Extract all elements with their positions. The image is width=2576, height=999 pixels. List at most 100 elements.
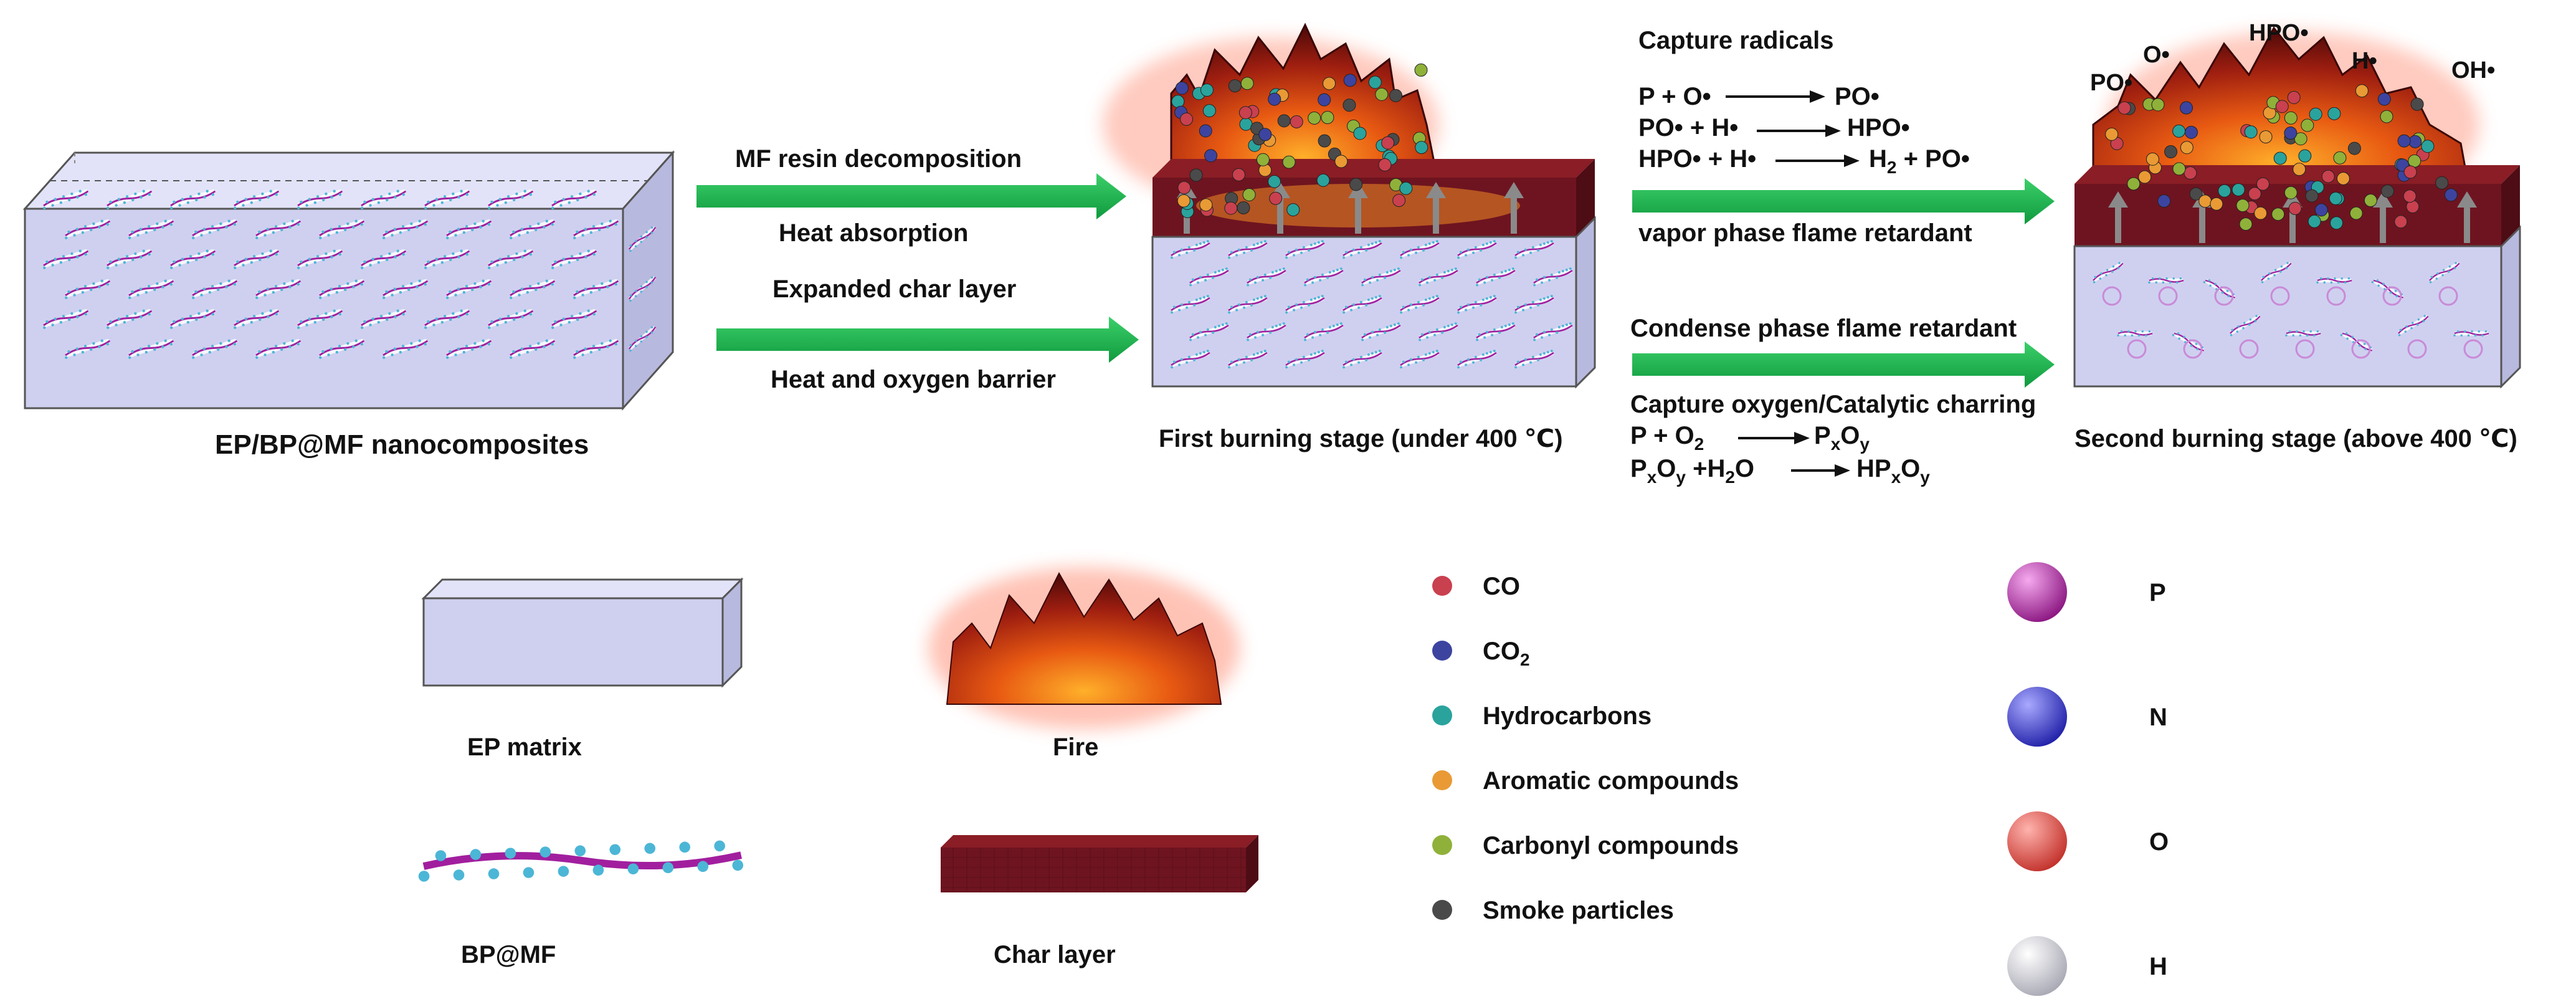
gas-particle bbox=[2435, 176, 2449, 189]
bpmf-molecule-icon bbox=[234, 189, 280, 210]
legend-gas-swatch bbox=[1432, 770, 1452, 790]
gas-particle bbox=[1177, 181, 1191, 194]
bpmf-molecule-icon bbox=[1400, 240, 1440, 259]
bpmf-molecule-icon bbox=[43, 249, 89, 270]
vapor-reaction-1: P + O• PO• bbox=[1638, 83, 1880, 110]
first-char-top bbox=[1153, 159, 1595, 178]
arrow-upper bbox=[696, 173, 1126, 219]
arrow-condense bbox=[1632, 342, 2055, 388]
bpmf-molecule-icon bbox=[1285, 350, 1325, 369]
bpmf-molecule-icon bbox=[418, 840, 744, 882]
bpmf-molecule-icon bbox=[107, 189, 153, 210]
bpmf-molecule-icon bbox=[297, 189, 343, 210]
bpmf-molecule-icon bbox=[1361, 322, 1401, 342]
bpmf-molecule-icon bbox=[573, 279, 619, 300]
gas-particle bbox=[1290, 115, 1303, 128]
bpmf-molecule-icon bbox=[1400, 350, 1440, 369]
arrow-upper-top-label: MF resin decomposition bbox=[735, 145, 1022, 173]
gas-particle bbox=[1389, 88, 1402, 102]
gas-particle bbox=[1268, 92, 1281, 106]
bpmf-molecule-icon bbox=[319, 279, 365, 300]
gas-particle bbox=[2444, 188, 2458, 202]
bpmf-molecule-icon bbox=[192, 279, 238, 300]
gas-particle bbox=[2138, 170, 2152, 184]
second-stage-networks bbox=[2093, 262, 2489, 359]
arrow-lower-bottom-label: Heat and oxygen barrier bbox=[771, 366, 1056, 393]
vapor-phase-label: vapor phase flame retardant bbox=[1638, 219, 1972, 247]
svg-text:PxOy: PxOy bbox=[1814, 422, 1870, 454]
gas-particle bbox=[2408, 154, 2422, 168]
gas-particle bbox=[1375, 87, 1389, 101]
bpmf-molecule-icon bbox=[1457, 295, 1497, 314]
bpmf-molecule-icon bbox=[107, 249, 153, 270]
bpmf-molecule-icon bbox=[1514, 350, 1554, 369]
bpmf-molecule-icon bbox=[128, 339, 174, 360]
gas-particle bbox=[2403, 189, 2417, 203]
legend-gas-label: Hydrocarbons bbox=[1483, 702, 1652, 730]
gas-particle bbox=[2355, 84, 2369, 98]
gas-particle bbox=[1414, 63, 1428, 77]
svg-text:PO•: PO• bbox=[1835, 83, 1880, 110]
gas-particle bbox=[1256, 153, 1270, 166]
gas-particle bbox=[2321, 170, 2335, 183]
bpmf-molecule-icon bbox=[1514, 295, 1554, 314]
bpmf-molecule-icon bbox=[2285, 330, 2321, 337]
first-stage-label: First burning stage (under 400 ℃) bbox=[1159, 425, 1563, 452]
gas-particle bbox=[2275, 100, 2289, 113]
bpmf-molecule-icon bbox=[1171, 295, 1210, 314]
bpmf-molecule-icon bbox=[628, 326, 657, 352]
legend-gas-swatch bbox=[1432, 835, 1452, 855]
svg-text:HPO• + H•: HPO• + H• bbox=[1638, 145, 1756, 173]
bpmf-molecule-icon bbox=[1189, 322, 1229, 342]
legend-gas-label: Aromatic compounds bbox=[1483, 767, 1739, 795]
gas-particle bbox=[1237, 201, 1250, 214]
legend-gas-item: CO2 bbox=[1432, 638, 1530, 669]
gas-particle bbox=[2284, 127, 2298, 140]
bpmf-molecule-icon bbox=[43, 309, 89, 330]
gas-particle bbox=[1308, 111, 1321, 125]
bpmf-molecule-icon bbox=[1285, 295, 1325, 314]
bpmf-molecule-icon bbox=[170, 189, 216, 210]
capture-radicals-heading: Capture radicals bbox=[1638, 27, 1833, 54]
gas-particle bbox=[1415, 141, 1428, 155]
gas-particle bbox=[2381, 184, 2395, 198]
legend-gas-item: Smoke particles bbox=[1432, 897, 1674, 924]
condensed-reaction-1: P + O2 PxOy bbox=[1630, 422, 1870, 454]
svg-text:P + O2: P + O2 bbox=[1630, 422, 1704, 454]
gas-particle bbox=[1258, 128, 1272, 141]
bpmf-molecule-icon bbox=[2261, 262, 2292, 284]
gas-particle bbox=[1240, 77, 1254, 90]
condensed-reaction-2: PxOy +H2O HPxOy bbox=[1630, 455, 1930, 487]
legend-fire-label: Fire bbox=[1053, 734, 1098, 761]
gas-particle bbox=[1368, 75, 1382, 89]
gas-particle bbox=[2330, 216, 2344, 230]
bpmf-molecule-icon bbox=[319, 219, 365, 240]
first-char-side bbox=[1576, 159, 1595, 237]
bpmf-molecule-icon bbox=[2117, 330, 2153, 337]
capture-oxygen-heading: Capture oxygen/Catalytic charring bbox=[1630, 391, 2036, 418]
gas-particle bbox=[2333, 151, 2347, 165]
gas-particle bbox=[1224, 201, 1238, 215]
radical-h-label: H• bbox=[2352, 48, 2377, 74]
gas-particle bbox=[2364, 194, 2377, 208]
bpmf-molecule-icon bbox=[1476, 322, 1516, 342]
gas-particle bbox=[2218, 184, 2231, 198]
bpmf-molecule-icon bbox=[1171, 240, 1210, 259]
bpmf-molecule-icon bbox=[383, 219, 429, 240]
radical-po-label: PO• bbox=[2090, 70, 2132, 96]
gas-particle bbox=[1204, 149, 1218, 163]
legend-gas-swatch bbox=[1432, 641, 1452, 661]
gas-particle bbox=[2288, 201, 2302, 215]
radical-oh-label: OH• bbox=[2451, 57, 2495, 84]
radical-o-label: O• bbox=[2143, 42, 2170, 68]
legend-gas-swatch bbox=[1432, 576, 1452, 596]
bpmf-molecule-icon bbox=[255, 279, 302, 300]
first-stage-gas-particles bbox=[1171, 63, 1428, 218]
bpmf-molecule-icon bbox=[1285, 240, 1325, 259]
legend-atom-item: H bbox=[2007, 936, 2167, 996]
svg-text:HPO•: HPO• bbox=[1847, 114, 1910, 141]
vapor-reaction-3: HPO• + H• H2 + PO• bbox=[1638, 145, 1970, 177]
bpmf-molecule-icon bbox=[1514, 240, 1554, 259]
